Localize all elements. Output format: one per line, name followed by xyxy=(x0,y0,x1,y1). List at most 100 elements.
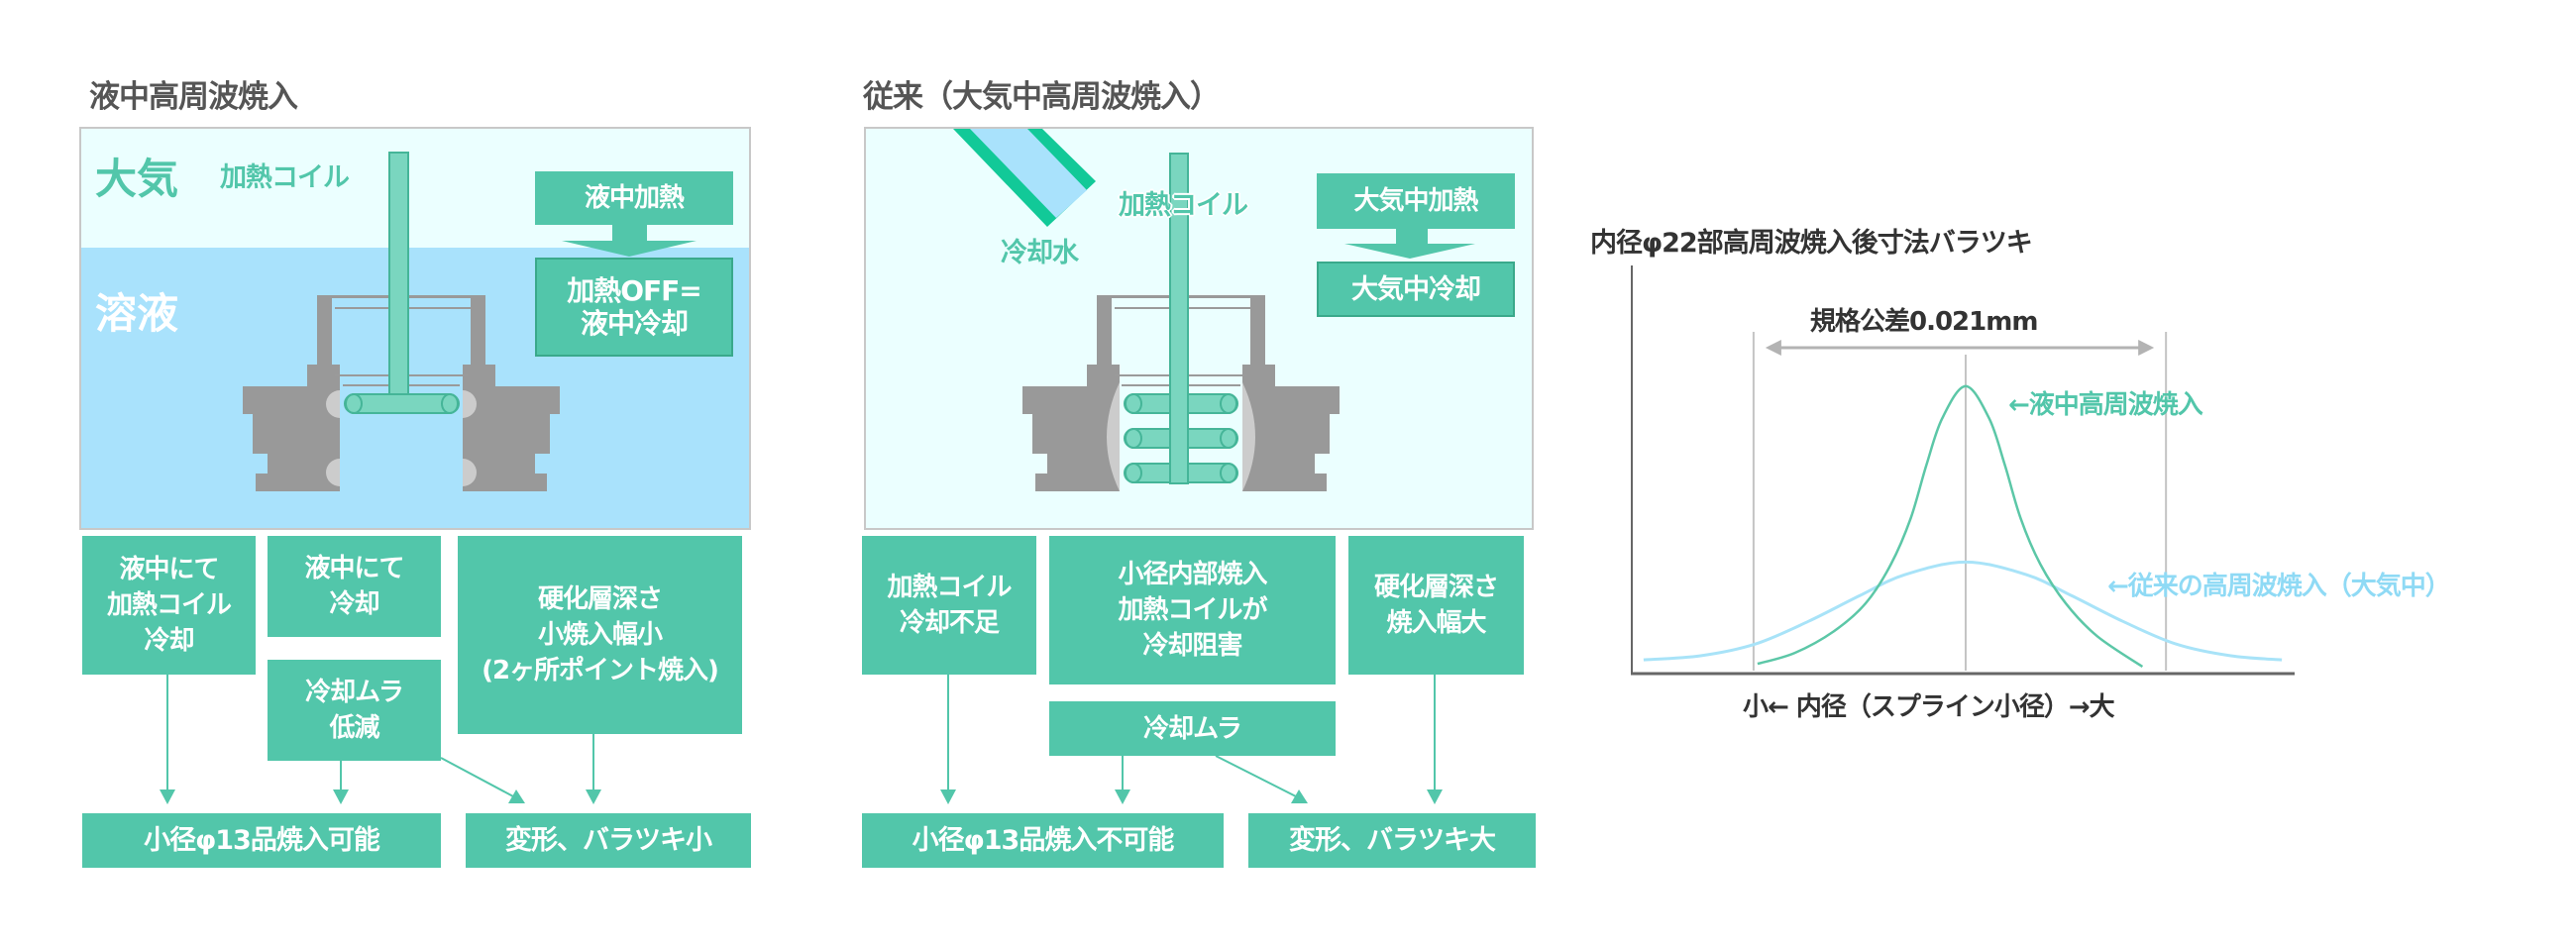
process-heating-text: 液中加熱 xyxy=(584,183,685,213)
heating-coil-conventional xyxy=(1124,153,1238,484)
hardened-zone xyxy=(1107,382,1120,491)
result-text: 小径φ13品焼入不可能 xyxy=(912,824,1175,856)
effect-box-cooled-in-liquid: 液中にて 冷却 xyxy=(268,536,441,637)
flow-arrow-head xyxy=(333,789,349,804)
workpiece-left-bottom xyxy=(1035,474,1120,491)
effect-line: 小径内部焼入 xyxy=(1118,560,1267,589)
tolerance-arrow-head-right xyxy=(2138,340,2155,356)
workpiece-right-frame xyxy=(1250,295,1265,367)
x-axis-label: 小← 内径（スプライン小径）→大 xyxy=(1743,692,2115,722)
series-line-submerged xyxy=(1757,384,2144,669)
flow-arrows-submerged xyxy=(160,675,601,804)
workpiece-right-bottom xyxy=(463,474,547,491)
workpiece-left-flange xyxy=(243,386,340,414)
flow-arrows-conventional xyxy=(940,675,1443,804)
result-box-high-distortion: 変形、バラツキ大 xyxy=(1248,813,1536,868)
tolerance-label: 規格公差0.021mm xyxy=(1810,307,2038,337)
process-arrow-conventional xyxy=(1344,228,1475,259)
flow-arrow-head xyxy=(1291,789,1308,803)
flow-arrow-head xyxy=(940,789,956,804)
effect-line: 加熱コイル xyxy=(887,573,1012,602)
hardened-zone xyxy=(326,459,340,486)
cooling-water-pipe xyxy=(953,129,1096,227)
process-heating-box: 大気中加熱 xyxy=(1317,173,1515,229)
process-arrow-head xyxy=(562,241,697,257)
coil-ring-end xyxy=(1125,428,1142,449)
workpiece-right-step xyxy=(1242,365,1275,388)
workpiece-left-body xyxy=(253,414,340,454)
flow-arrow-head xyxy=(1427,789,1443,804)
legend-label-submerged: ←液中高周波焼入 xyxy=(2008,390,2203,420)
workpiece-submerged xyxy=(243,295,560,491)
flow-arrow-head xyxy=(586,789,601,804)
effect-line: 硬化層深さ xyxy=(537,584,663,614)
process-cooling-line: 液中冷却 xyxy=(580,307,689,340)
effect-line: 小焼入幅小 xyxy=(537,620,663,650)
effect-line: (2ヶ所ポイント焼入) xyxy=(482,656,719,685)
workpiece-right-lower xyxy=(463,454,535,474)
flow-arrow-head xyxy=(508,789,525,803)
coil-rod xyxy=(1169,153,1189,484)
pipe-water xyxy=(970,129,1087,218)
workpiece-left-frame xyxy=(317,295,332,367)
process-cooling-text: 大気中冷却 xyxy=(1351,273,1481,305)
workpiece-right-body xyxy=(463,414,550,454)
effect-line: 冷却不足 xyxy=(899,608,1000,638)
result-box-low-distortion: 変形、バラツキ小 xyxy=(466,813,751,868)
hardened-zone xyxy=(326,390,340,418)
result-box-small-diameter-possible: 小径φ13品焼入可能 xyxy=(82,813,441,868)
chart-title: 内径φ22部高周波焼入後寸法バラツキ xyxy=(1590,228,2033,259)
hardened-zone xyxy=(1242,382,1255,491)
process-heating-text: 大気中加熱 xyxy=(1353,186,1478,216)
flow-arrow-line xyxy=(1215,755,1297,797)
coil-ring-end xyxy=(345,393,363,414)
legend-label-conventional: ←従来の高周波焼入（大気中） xyxy=(2107,572,2451,601)
workpiece-right-flange xyxy=(463,386,560,414)
coil-ring-end xyxy=(1125,463,1142,483)
effect-box-hardening-depth-large: 硬化層深さ 焼入幅大 xyxy=(1348,536,1524,675)
process-arrow-stem xyxy=(1396,228,1428,245)
coil-rod xyxy=(388,152,409,397)
coil-ring-end xyxy=(1220,428,1237,449)
result-box-small-diameter-impossible: 小径φ13品焼入不可能 xyxy=(862,813,1224,868)
flow-arrow-head xyxy=(160,789,175,804)
result-text: 小径φ13品焼入可能 xyxy=(144,824,380,856)
effect-line: 低減 xyxy=(329,713,379,743)
heating-coil-submerged xyxy=(344,152,460,414)
effect-line: 液中にて xyxy=(304,554,404,583)
workpiece-conventional xyxy=(1022,295,1340,491)
zone-label-solution: 溶液 xyxy=(95,289,179,338)
effect-line: 硬化層深さ xyxy=(1373,573,1499,602)
coil-ring-end xyxy=(1220,393,1237,414)
process-arrow-stem xyxy=(612,224,647,242)
workpiece-right-bottom xyxy=(1242,474,1327,491)
workpiece-right-flange xyxy=(1242,386,1340,414)
process-cooling-box: 大気中冷却 xyxy=(1317,262,1515,317)
coil-ring-end xyxy=(441,393,459,414)
effect-line: 液中にて xyxy=(119,555,219,584)
effect-box-coil-cooling-insufficient: 加熱コイル 冷却不足 xyxy=(862,536,1036,675)
conventional-title: 従来（大気中高周波焼入） xyxy=(863,79,1221,115)
hardened-zone xyxy=(463,459,477,486)
result-text: 変形、バラツキ大 xyxy=(1289,824,1496,856)
workpiece-left-lower xyxy=(268,454,340,474)
workpiece-left-bottom xyxy=(256,474,340,491)
workpiece-left-step xyxy=(307,365,340,388)
effect-line: 冷却阻害 xyxy=(1142,631,1242,661)
result-text: 変形、バラツキ小 xyxy=(505,824,712,856)
effect-box-coil-cooled-in-liquid: 液中にて 加熱コイル 冷却 xyxy=(82,536,256,675)
zone-label-air: 大気 xyxy=(95,155,179,203)
workpiece-left-body xyxy=(1032,414,1120,454)
workpiece-right-frame xyxy=(471,295,485,367)
effect-box-hardening-depth-small: 硬化層深さ 小焼入幅小 (2ヶ所ポイント焼入) xyxy=(458,536,742,734)
effect-line: 冷却 xyxy=(144,626,194,656)
coil-ring-end xyxy=(1220,463,1237,483)
flow-arrow-head xyxy=(1115,789,1130,804)
workpiece-left-lower xyxy=(1047,454,1120,474)
effect-line: 冷却ムラ xyxy=(305,678,404,707)
hardened-zone xyxy=(463,390,477,418)
effect-line: 焼入幅大 xyxy=(1386,608,1486,638)
workpiece-right-body xyxy=(1242,414,1330,454)
process-cooling-box: 加熱OFF= 液中冷却 xyxy=(535,258,733,357)
